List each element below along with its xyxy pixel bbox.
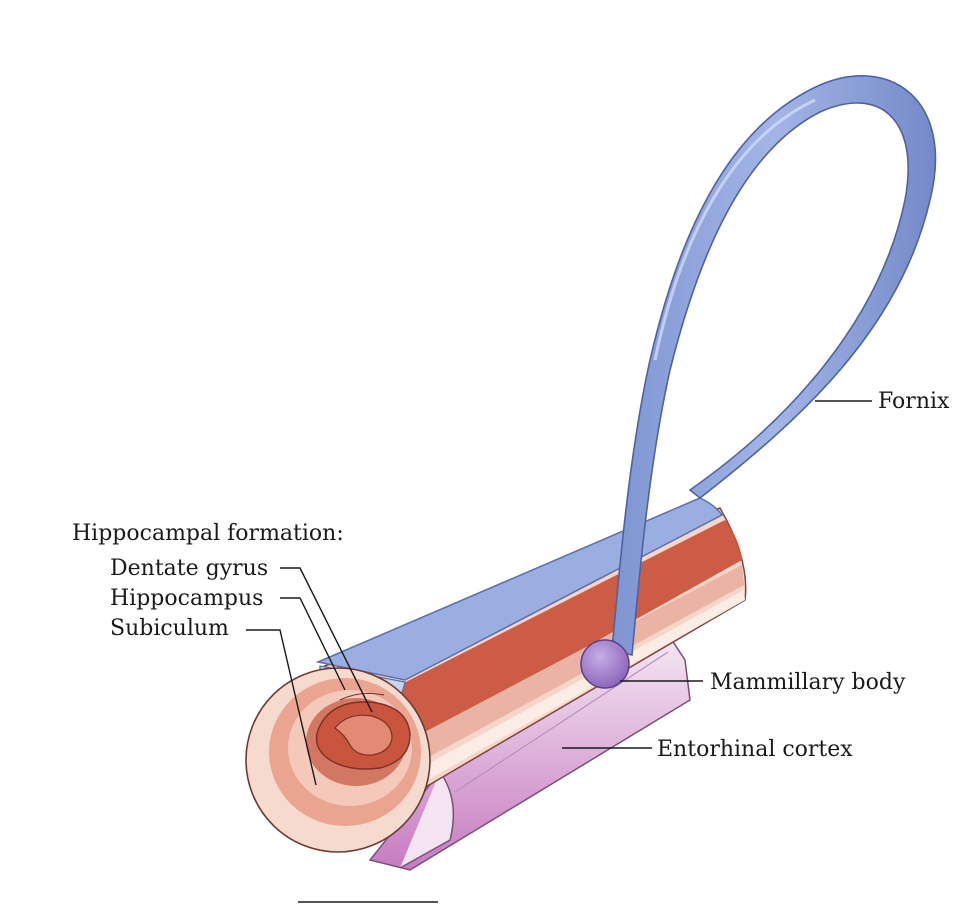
label-mammillary-body: Mammillary body xyxy=(710,670,906,695)
hippocampus-cross-section xyxy=(245,667,431,853)
label-fornix: Fornix xyxy=(878,389,950,414)
label-dentate-gyrus: Dentate gyrus xyxy=(110,556,268,581)
mammillary-body-structure xyxy=(580,639,630,689)
label-entorhinal-cortex: Entorhinal cortex xyxy=(657,737,853,762)
label-subiculum: Subiculum xyxy=(110,616,229,641)
leader-lines xyxy=(246,400,872,786)
label-hippocampal-formation: Hippocampal formation: xyxy=(72,521,344,546)
label-hippocampus: Hippocampus xyxy=(110,586,263,611)
